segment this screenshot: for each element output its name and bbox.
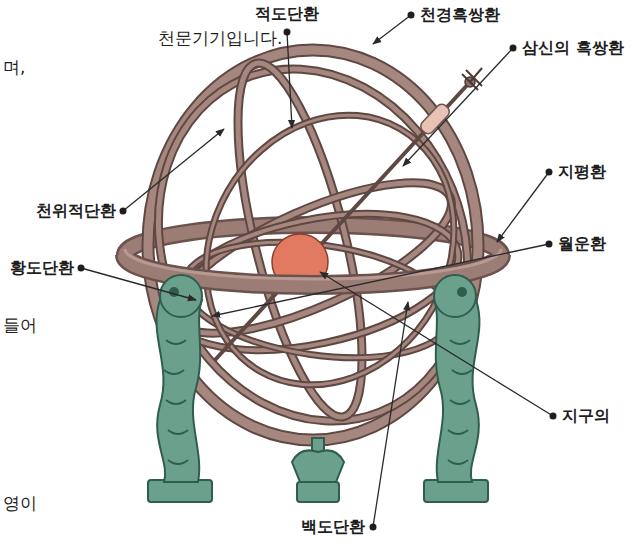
leader-lines-part <box>212 244 549 316</box>
leader-dots-part <box>550 413 557 420</box>
dragon-pillar-part <box>434 300 479 482</box>
callout-label: 적도단환 <box>255 4 319 23</box>
polar-axis-part <box>470 68 482 82</box>
callout-label: 천위적단환 <box>36 201 116 220</box>
dragon-pillar-part <box>434 275 476 317</box>
leader-dots-part <box>120 208 127 215</box>
sphere-rings-part <box>177 227 460 374</box>
leader-lines-part <box>373 302 408 527</box>
callout-label: 월운환 <box>558 234 606 253</box>
body-text-fragment: 영이 <box>3 493 37 513</box>
lotus-stand-part <box>292 450 344 482</box>
callout-label: 지평환 <box>558 162 606 181</box>
callout-label: 황도단환 <box>10 258 74 277</box>
lotus-stand-part <box>297 482 339 502</box>
callout-label: 지구의 <box>562 406 610 425</box>
body-text-fragment: 천문기기입니다. <box>158 28 282 48</box>
leader-lines-part <box>403 48 513 166</box>
leader-lines-part <box>497 172 549 242</box>
callout-label: 백도단환 <box>301 517 365 536</box>
leader-lines <box>81 15 553 527</box>
polar-axis-part <box>215 82 470 360</box>
leader-lines-part <box>123 129 224 211</box>
dragon-pillar <box>424 275 488 502</box>
leader-dots-part <box>546 241 553 248</box>
callout-label: 천경흑쌍환 <box>420 5 500 24</box>
lotus-stand <box>292 438 344 502</box>
dragon-pillar <box>148 275 212 502</box>
body-text-fragment: 들어 <box>3 315 37 335</box>
leader-dots-part <box>546 169 553 176</box>
callout-label: 삼신의 흑쌍환 <box>522 38 624 57</box>
leader-lines-part <box>373 15 411 44</box>
body-text-fragment: 며, <box>3 57 25 77</box>
leader-dots <box>78 12 557 531</box>
leader-lines-part <box>81 268 196 300</box>
leader-dots-part <box>408 12 415 19</box>
leader-lines-part <box>320 272 553 416</box>
dragon-pillar-part <box>424 480 488 502</box>
dragon-pillar-part <box>157 300 202 482</box>
sphere-rings-part <box>177 227 460 374</box>
dragon-pillar-part <box>164 340 188 464</box>
dragon-pillar-part <box>458 288 466 296</box>
leader-lines-part <box>287 32 292 128</box>
leader-dots-part <box>78 265 85 272</box>
leader-dots-part <box>284 29 291 36</box>
dragon-pillar-part <box>148 480 212 502</box>
leader-dots-part <box>510 45 517 52</box>
leader-dots-part <box>370 524 377 531</box>
